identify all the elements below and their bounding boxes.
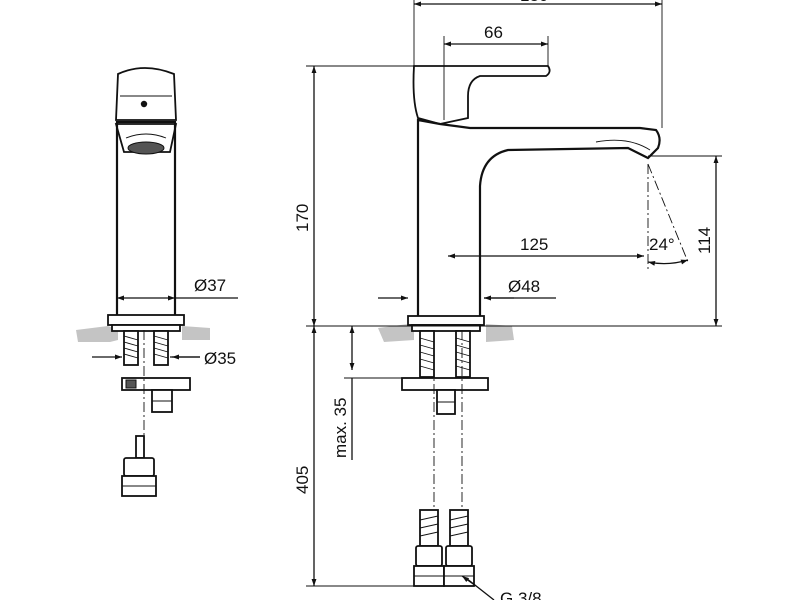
lever-side: [115, 67, 177, 121]
dim-spout-height: 114: [648, 155, 722, 326]
dim-spout-angle: 24°: [647, 163, 689, 270]
dim-total-width: 180: [413, 0, 663, 128]
label-total-width: 180: [520, 0, 548, 5]
dim-max-thickness: max. 35: [331, 326, 402, 460]
label-max-thickness: max. 35: [331, 398, 350, 458]
dim-spout-reach: 125: [448, 235, 644, 259]
label-spout-reach: 125: [520, 235, 548, 254]
lever-front: [412, 65, 551, 125]
dim-connection-thread: G 3/8: [461, 575, 542, 600]
label-body-diameter: Ø37: [194, 276, 226, 295]
label-base-diameter: Ø48: [508, 277, 540, 296]
dim-hose-length: 405: [293, 326, 414, 587]
side-view: [76, 67, 210, 497]
counter-surface-left: [76, 326, 118, 342]
dim-base-diameter: Ø48: [378, 277, 556, 301]
dim-lever-reach: 66: [443, 23, 549, 120]
front-view: [378, 65, 661, 587]
dim-total-height: 170: [293, 65, 414, 327]
label-connection-thread: G 3/8: [500, 589, 542, 600]
dim-body-diameter: Ø37: [117, 276, 238, 301]
dim-hole-diameter: Ø35: [92, 349, 236, 368]
label-hole-diameter: Ø35: [204, 349, 236, 368]
label-lever-reach: 66: [484, 23, 503, 42]
counter-surface-right: [378, 324, 414, 342]
label-hose-length: 405: [293, 466, 312, 494]
label-spout-angle: 24°: [649, 235, 675, 254]
label-spout-height: 114: [695, 227, 714, 254]
label-total-height: 170: [293, 204, 312, 232]
